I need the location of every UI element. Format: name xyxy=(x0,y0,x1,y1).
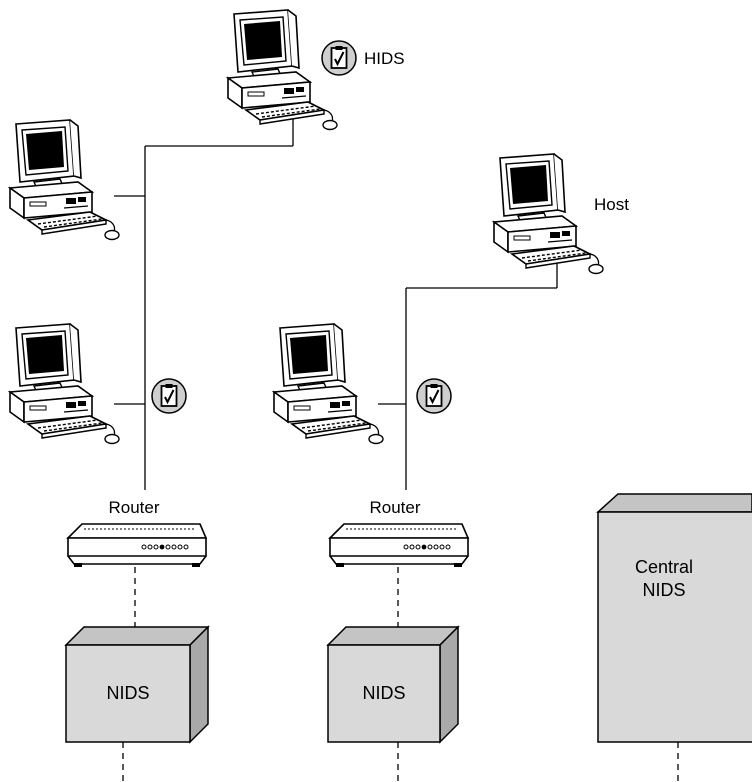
right-sensor-badge-icon xyxy=(416,378,452,414)
central-nids-box xyxy=(596,493,752,743)
left-upper-computer-icon xyxy=(9,119,120,241)
right-nids-box xyxy=(326,625,460,744)
central-nids-label-line1: Central xyxy=(635,557,693,577)
left-nids-box xyxy=(64,625,210,744)
left-lower-computer-icon xyxy=(9,323,120,445)
right-router-icon xyxy=(329,523,469,568)
hids-computer-icon xyxy=(227,9,338,131)
network-links xyxy=(114,117,558,490)
left-sensor-badge-icon xyxy=(151,378,187,414)
left-router-label: Router xyxy=(108,498,159,517)
nids-taps xyxy=(122,567,679,782)
host-computer-icon xyxy=(493,153,604,275)
host-label: Host xyxy=(594,195,629,214)
left-router-icon xyxy=(67,523,207,568)
hids-label: HIDS xyxy=(364,49,405,68)
right-router-label: Router xyxy=(369,498,420,517)
right-nids-label: NIDS xyxy=(362,683,405,703)
right-lower-computer-icon xyxy=(273,323,384,445)
central-nids-label-line2: NIDS xyxy=(642,580,685,600)
hids-badge-icon xyxy=(321,40,357,76)
left-nids-label: NIDS xyxy=(106,683,149,703)
